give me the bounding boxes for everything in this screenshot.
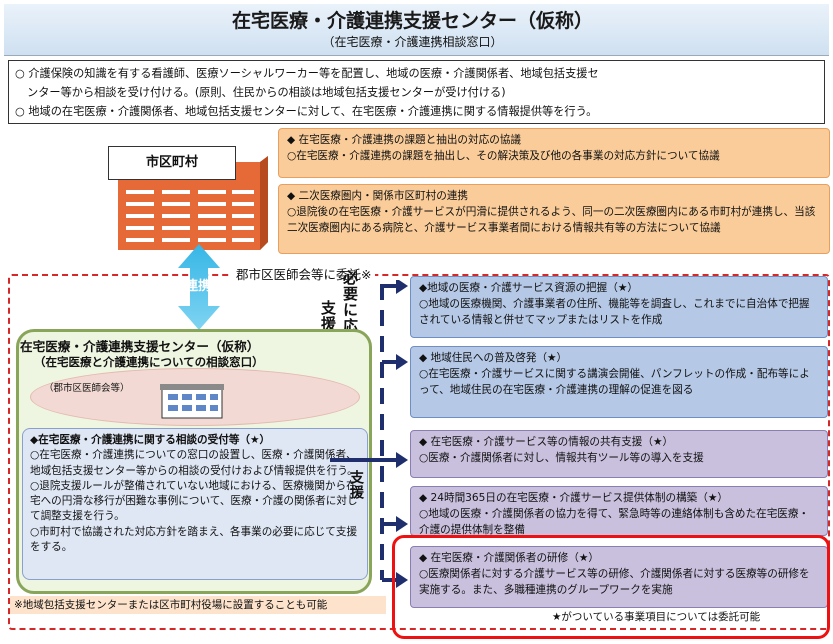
task-public-awareness: ◆ 地域住民への普及啓発（★） ○在宅医療・介護サービスに関する講演会開催、パン…: [410, 346, 828, 418]
city-task-1-body: ○在宅医療・介護連携の課題を抽出し、その解決策及び他の各事業の対応方針について協…: [287, 150, 720, 162]
city-task-1: ◆ 在宅医療・介護連携の課題と抽出の対応の協議 ○在宅医療・介護連携の課題を抽出…: [278, 128, 830, 178]
task-information-sharing-body: ○医療・介護関係者に対し、情報共有ツール等の導入を支援: [419, 452, 704, 464]
task-public-awareness-title: ◆ 地域住民への普及啓発（★）: [419, 352, 568, 364]
city-task-1-title: ◆ 在宅医療・介護連携の課題と抽出の対応の協議: [287, 134, 521, 146]
task-training-title: ◆ 在宅医療・介護関係者の研修（★）: [419, 552, 599, 564]
task-24h-service-body: ○地域の医療・介護関係者の協力を得て、緊急時等の連絡体制も含めた在宅医療・介護の…: [419, 508, 810, 536]
task-resource-mapping-body: ○地域の医療機関、介護事業者の住所、機能等を調査し、これまでに自治体で把握されて…: [419, 298, 810, 326]
city-task-2-title: ◆ 二次医療圏内・関係市区町村の連携: [287, 190, 469, 202]
intro-bullet-2: ○ 地域の在宅医療・介護関係者、地域包括支援センターに対して、在宅医療・介護連携…: [15, 105, 598, 118]
task-public-awareness-body: ○在宅医療・介護サービスに関する講演会開催、パンフレットの作成・配布等によって、…: [419, 368, 810, 396]
consultation-item-1: ○在宅医療・介護連携についての窓口の設置し、医療・介護関係者、地域包括支援センタ…: [30, 449, 358, 477]
commission-label: 郡市区医師会等に委託※: [232, 264, 376, 283]
task-24h-service: ◆ 24時間365日の在宅医療・介護サービス提供体制の構築（★） ○地域の医療・…: [410, 486, 828, 536]
link-double-arrow-icon: [178, 244, 220, 330]
city-label: 市区町村: [108, 146, 236, 180]
task-training: ◆ 在宅医療・介護関係者の研修（★） ○医療関係者に対する介護サービス等の研修、…: [410, 546, 828, 608]
page-subtitle: （在宅医療・介護連携相談窓口）: [322, 35, 503, 49]
link-label: 連携: [185, 279, 212, 294]
city-task-2-body: ○退院後の在宅医療・介護サービスが円滑に提供されるよう、同一の二次医療圏内にある…: [287, 206, 816, 234]
page-title: 在宅医療・介護連携支援センター（仮称）: [231, 10, 593, 32]
support-center-subtitle: （在宅医療と介護連携についての相談窓口）: [34, 355, 264, 369]
vertical-label-support: 支援: [319, 300, 337, 332]
training-highlight-frame: [392, 535, 830, 639]
task-information-sharing-title: ◆ 在宅医療・介護サービス等の情報の共有支援（★）: [419, 436, 674, 448]
consultation-item-3: ○市町村で協議された対応方針を踏まえ、各事業の必要に応じて支援をする。: [30, 525, 358, 554]
consultation-item-2: ○退院支援ルールが整備されていない地域における、医療機関から在宅への円滑な移行が…: [30, 479, 358, 523]
task-24h-service-title: ◆ 24時間365日の在宅医療・介護サービス提供体制の構築（★）: [419, 492, 728, 504]
support-center-org: （郡市区医師会等）: [44, 383, 130, 394]
intro-bullet-1: ○ 介護保険の知識を有する看護師、医療ソーシャルワーカー等を配置し、地域の医療・…: [15, 67, 599, 80]
task-resource-mapping: ◆地域の医療・介護サービス資源の把握（★） ○地域の医療機関、介護事業者の住所、…: [410, 276, 828, 338]
city-task-2: ◆ 二次医療圏内・関係市区町村の連携 ○退院後の在宅医療・介護サービスが円滑に提…: [278, 184, 830, 254]
task-training-body: ○医療関係者に対する介護サービス等の研修、介護関係者に対する医療等の研修を実施す…: [419, 568, 810, 596]
commission-region: [8, 274, 830, 630]
intro-bullet-1-cont: ンター等から相談を受け付ける。(原則、住民からの相談は地域包括支援センターが受け…: [27, 86, 506, 99]
support-label: 支援: [348, 470, 364, 500]
title-band: [4, 4, 829, 56]
office-building-icon: [160, 384, 224, 419]
intro-box: ○ 介護保険の知識を有する看護師、医療ソーシャルワーカー等を配置し、地域の医療・…: [8, 60, 825, 124]
commission-note: ★がついている事業項目については委託可能: [552, 611, 761, 623]
support-center-title: 在宅医療・介護連携支援センター（仮称）: [20, 339, 260, 354]
task-resource-mapping-title: ◆地域の医療・介護サービス資源の把握（★）: [419, 282, 638, 294]
consultation-box: ◆在宅医療・介護連携に関する相談の受付等（★） ○在宅医療・介護連携についての窓…: [22, 428, 368, 580]
installation-note: ※地域包括支援センターまたは区市町村役場に設置することも可能: [10, 596, 386, 614]
support-arrows: [330, 280, 408, 588]
consultation-title: ◆在宅医療・介護連携に関する相談の受付等（★）: [30, 434, 271, 446]
task-information-sharing: ◆ 在宅医療・介護サービス等の情報の共有支援（★） ○医療・介護関係者に対し、情…: [410, 430, 828, 478]
